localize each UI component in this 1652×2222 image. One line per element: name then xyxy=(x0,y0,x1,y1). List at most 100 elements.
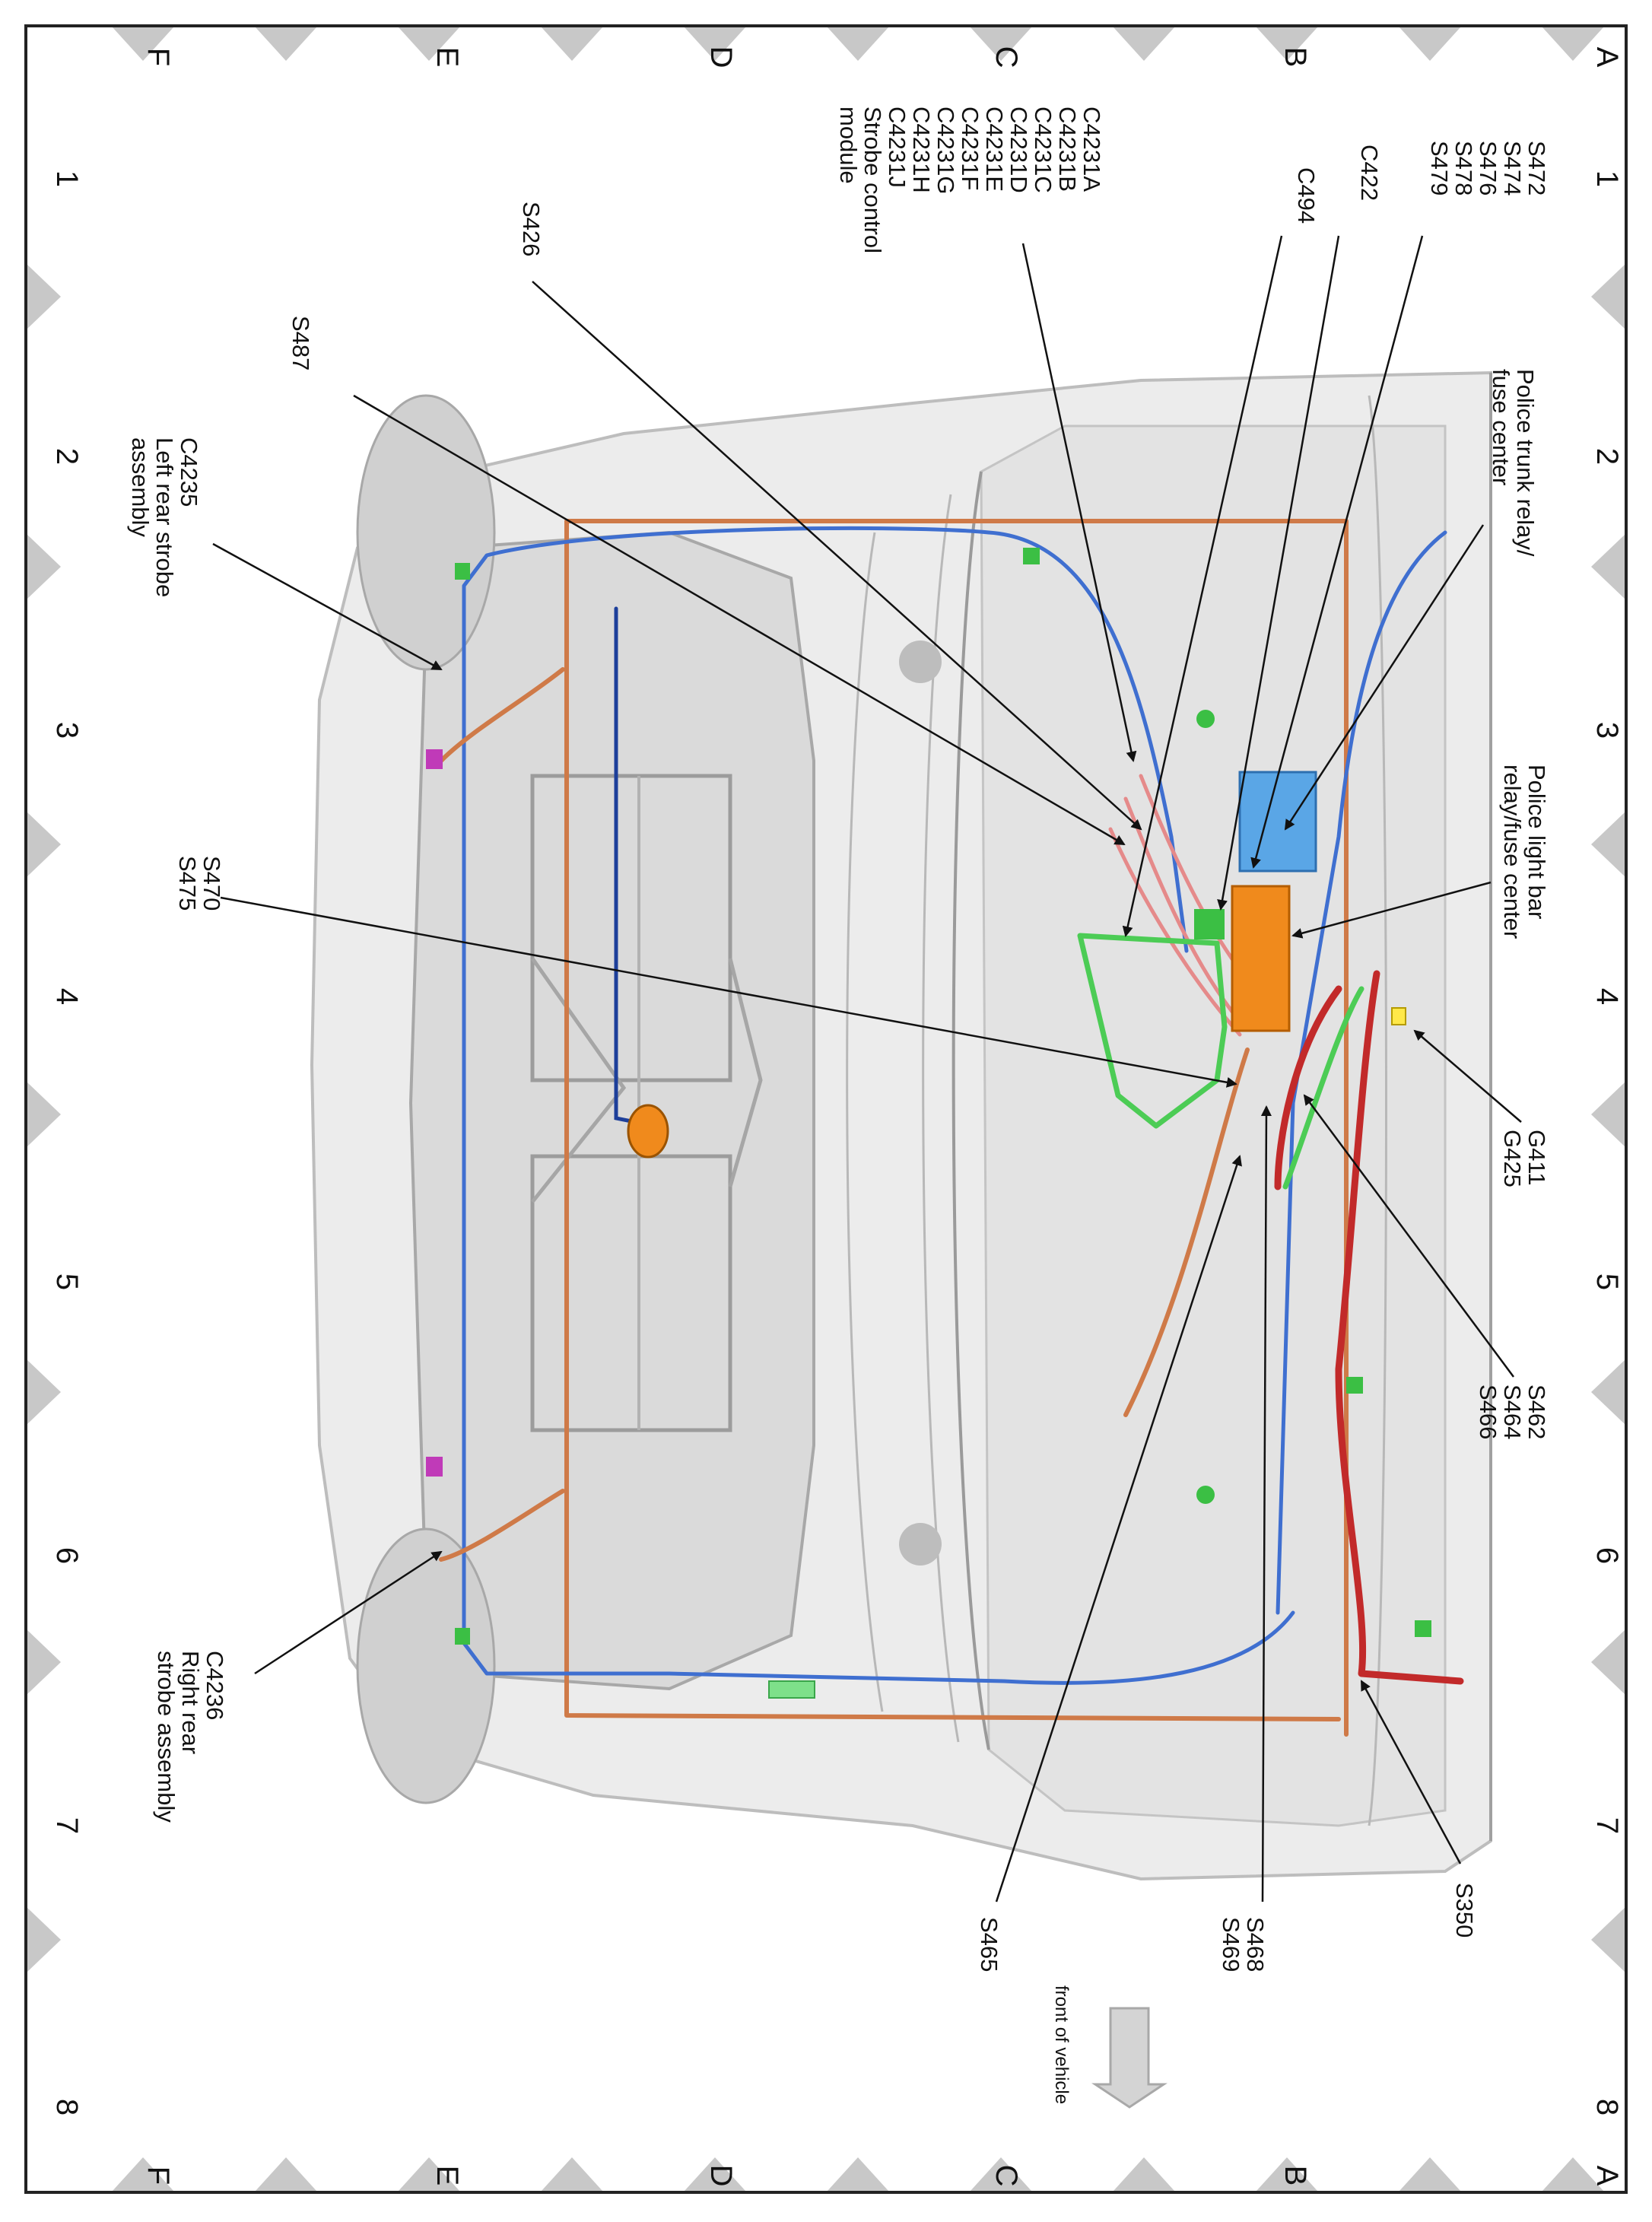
label-s474: S474 xyxy=(1499,141,1526,195)
label-module: module xyxy=(835,106,862,184)
leader-s350 xyxy=(1360,1680,1462,1864)
label-s476: S476 xyxy=(1475,141,1501,195)
leader-s470 xyxy=(220,896,1237,1088)
border-triangle-bottom-2 xyxy=(399,2157,459,2191)
border-triangle-right-6 xyxy=(1591,1908,1625,1972)
vehicle-body xyxy=(310,370,1492,1881)
spare-well-left xyxy=(530,774,732,1082)
border-triangle-bottom-1 xyxy=(256,2157,316,2191)
grid-letter-top-B: B xyxy=(1279,47,1312,68)
border-triangle-bottom-9 xyxy=(1399,2157,1460,2191)
border-triangle-top-10 xyxy=(1542,27,1603,61)
border-triangle-left-2 xyxy=(27,812,61,876)
leader-c494 xyxy=(1122,235,1283,937)
leader-lines xyxy=(212,235,1522,1903)
trunk-lid-edge-inner xyxy=(922,494,960,1743)
grid-letter-bottom-E: E xyxy=(430,2166,464,2186)
border-triangle-bottom-8 xyxy=(1256,2157,1317,2191)
leader-police-light-bar xyxy=(1291,881,1492,939)
package-shelf-line xyxy=(1368,395,1387,1826)
grid-letter-bottom-C: C xyxy=(990,2165,1023,2187)
leader-s465 xyxy=(995,1155,1242,1903)
border-triangle-bottom-0 xyxy=(113,2157,173,2191)
leader-c422 xyxy=(1217,235,1340,911)
rear-floor-pan xyxy=(408,530,815,1691)
border-triangle-left-6 xyxy=(27,1908,61,1972)
callout-c494: C494 xyxy=(1293,167,1320,224)
label-police-light-bar-2: relay/fuse center xyxy=(1499,765,1526,939)
border-triangle-bottom-5 xyxy=(828,2157,888,2191)
strut-mount-left xyxy=(899,641,942,683)
connector-left-side xyxy=(1023,548,1040,564)
callout-s426: S426 xyxy=(518,202,545,256)
strut-mount-right xyxy=(899,1523,942,1566)
front-of-vehicle-arrow-icon xyxy=(1091,2007,1168,2109)
label-c4236: C4236 xyxy=(202,1651,228,1720)
grid-number-right-5: 5 xyxy=(1590,1273,1624,1290)
connector-right-rear xyxy=(1415,1620,1431,1637)
label-c4231e: C4231E xyxy=(981,106,1008,192)
label-c4231h: C4231H xyxy=(908,106,935,193)
police-light-bar-relay-fuse-center xyxy=(1231,885,1291,1032)
callout-s472: S472 S474 S476 S478 S479 xyxy=(1426,141,1550,195)
grid-letter-bottom-B: B xyxy=(1279,2166,1312,2186)
label-s472: S472 xyxy=(1523,141,1550,195)
leader-c4236 xyxy=(254,1550,443,1675)
label-g411: G411 xyxy=(1523,1130,1550,1186)
c4235-connector xyxy=(426,749,443,769)
label-c4231g: C4231G xyxy=(932,106,959,194)
c422-connector xyxy=(1194,909,1225,939)
orange-left-strobe-feed xyxy=(439,667,565,763)
border-triangle-right-0 xyxy=(1591,265,1625,329)
callout-g411: G411 G425 xyxy=(1499,1130,1550,1187)
c4236-connector xyxy=(426,1457,443,1477)
callout-c422: C422 xyxy=(1356,145,1383,201)
border-triangle-top-5 xyxy=(828,27,888,61)
border-triangle-top-6 xyxy=(971,27,1031,61)
floor-ribs xyxy=(530,957,763,1203)
label-front-of-vehicle: front of vehicle xyxy=(1051,1985,1072,2104)
callout-s470: S470 S475 xyxy=(174,856,225,911)
label-c4231b: C4231B xyxy=(1054,106,1081,192)
border-triangle-right-3 xyxy=(1591,1082,1625,1146)
border-triangle-bottom-7 xyxy=(1114,2157,1174,2191)
right-tail-lamp-housing xyxy=(356,1527,496,1804)
grid-number-right-3: 3 xyxy=(1590,722,1624,739)
grid-letter-bottom-F: F xyxy=(141,2166,175,2185)
grid-number-right-8: 8 xyxy=(1590,2099,1624,2116)
callout-s465: S465 xyxy=(976,1917,1002,1972)
grid-letter-top-F: F xyxy=(141,48,175,66)
label-g425: G425 xyxy=(1499,1130,1526,1187)
label-left-rear-strobe: Left rear strobe xyxy=(151,437,178,597)
border-triangle-bottom-6 xyxy=(971,2157,1031,2191)
label-s462: S462 xyxy=(1523,1384,1550,1439)
callout-s462: S462 S464 S466 xyxy=(1475,1384,1550,1439)
callout-s350: S350 xyxy=(1451,1883,1478,1937)
border-triangle-right-1 xyxy=(1591,535,1625,599)
left-tail-lamp-housing xyxy=(356,394,496,671)
grid-letter-top-E: E xyxy=(430,47,464,68)
orange-harness-loop xyxy=(564,519,1349,1737)
callout-s468: S468 S469 xyxy=(1218,1917,1269,1972)
grid-number-left-4: 4 xyxy=(50,988,84,1005)
label-right-rear: Right rear xyxy=(177,1651,204,1754)
connector-right-side xyxy=(1346,1377,1363,1394)
label-c494: C494 xyxy=(1293,167,1320,224)
label-c422: C422 xyxy=(1356,145,1383,201)
label-s465: S465 xyxy=(976,1917,1002,1972)
grid-letter-top-A: A xyxy=(1590,47,1624,68)
callout-c4235: C4235 Left rear strobe assembly xyxy=(127,437,202,597)
border-triangle-top-9 xyxy=(1399,27,1460,61)
label-s466: S466 xyxy=(1475,1384,1501,1439)
left-lamp-connector xyxy=(455,563,470,580)
label-s487: S487 xyxy=(288,316,314,370)
leader-s426 xyxy=(532,281,1142,831)
strobe-control-module xyxy=(627,1104,669,1159)
green-branch xyxy=(1282,986,1364,1190)
label-police-trunk-2: fuse center xyxy=(1488,369,1514,485)
border-triangle-top-1 xyxy=(256,27,316,61)
grid-number-left-5: 5 xyxy=(50,1273,84,1290)
